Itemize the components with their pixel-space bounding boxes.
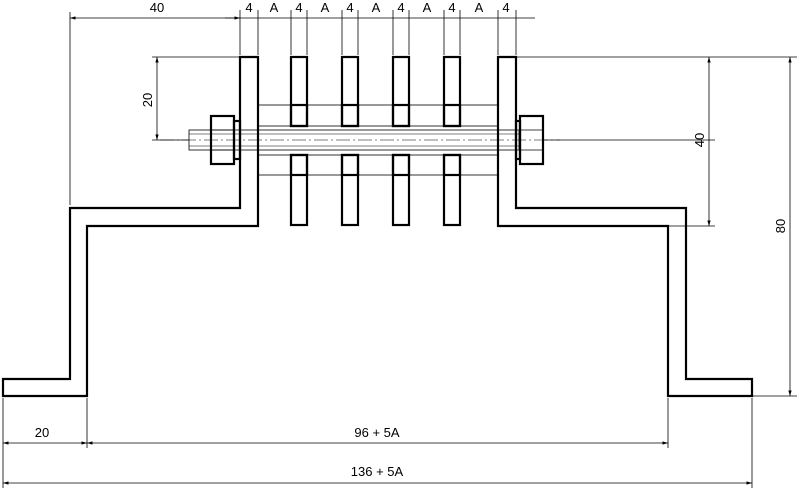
bolt bbox=[160, 129, 560, 151]
dim-thickness-2: 4 bbox=[295, 0, 302, 15]
dim-gap-4: A bbox=[423, 0, 432, 15]
dim-thickness-4: 4 bbox=[397, 0, 404, 15]
dim-thickness-6: 4 bbox=[502, 0, 509, 15]
dim-gap-2: A bbox=[321, 0, 330, 15]
dim-total-width: 136 + 5A bbox=[351, 464, 404, 479]
spacer-tubes bbox=[257, 104, 499, 176]
dim-total-height: 80 bbox=[773, 219, 788, 233]
dim-gap-3: A bbox=[372, 0, 381, 15]
bracket-profile-right bbox=[496, 55, 754, 398]
dim-bolt-height: 40 bbox=[692, 133, 707, 147]
bracket-profile bbox=[1, 55, 260, 398]
dimension-lines bbox=[2, 10, 797, 488]
dim-left-offset: 40 bbox=[150, 0, 164, 15]
dim-thickness-5: 4 bbox=[448, 0, 455, 15]
dim-inner-width: 96 + 5A bbox=[354, 425, 400, 440]
dim-thickness-3: 4 bbox=[346, 0, 353, 15]
dim-gap-5: A bbox=[475, 0, 484, 15]
dim-thickness-1: 4 bbox=[245, 0, 252, 15]
fin-plates-lower bbox=[289, 153, 462, 227]
dim-plate-height: 20 bbox=[140, 93, 155, 107]
nut-left bbox=[209, 114, 242, 166]
fin-plates-overlay bbox=[289, 103, 462, 177]
fin-plates-upper bbox=[289, 55, 462, 128]
dim-gap-1: A bbox=[270, 0, 279, 15]
dim-flange-width: 20 bbox=[35, 425, 49, 440]
